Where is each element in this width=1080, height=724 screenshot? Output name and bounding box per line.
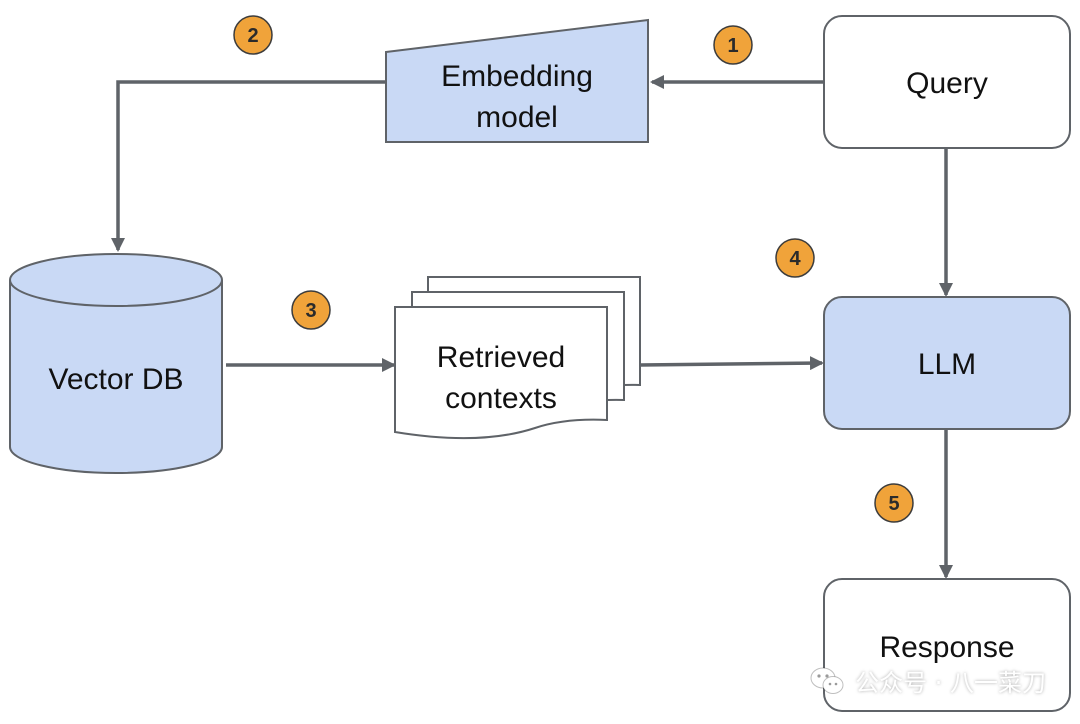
svg-text:1: 1 — [727, 35, 738, 57]
llm-label: LLM — [918, 348, 976, 381]
step-badge-4: 4 — [775, 238, 815, 278]
svg-text:5: 5 — [888, 493, 899, 515]
response-node: Response — [823, 578, 1071, 712]
contexts-label-line2: contexts — [445, 382, 557, 415]
arrow-contexts-to-llm — [639, 356, 824, 371]
vector-db-node: Vector DB — [9, 253, 223, 474]
arrow-embedding-to-vectordb — [111, 80, 386, 252]
svg-text:3: 3 — [305, 300, 316, 322]
embedding-label-line2: model — [476, 101, 558, 134]
query-label: Query — [906, 67, 988, 100]
vector-db-label: Vector DB — [48, 363, 183, 396]
watermark-text: 公众号 · 八一菜刀 — [855, 669, 1046, 697]
watermark: 公众号 · 八一菜刀 — [809, 663, 1046, 698]
query-node: Query — [823, 15, 1071, 149]
response-label: Response — [879, 631, 1014, 664]
retrieved-contexts-node: Retrieved contexts — [394, 276, 641, 440]
embedding-label-line1: Embedding — [441, 60, 593, 93]
step-badge-5: 5 — [874, 483, 914, 523]
step-badge-3: 3 — [291, 290, 331, 330]
wechat-icon — [810, 667, 844, 694]
llm-node: LLM — [823, 296, 1071, 430]
svg-text:4: 4 — [789, 248, 801, 270]
step-badge-1: 1 — [713, 25, 753, 65]
step-badge-2: 2 — [233, 15, 273, 55]
svg-text:2: 2 — [247, 25, 258, 47]
embedding-model-node: Embedding model — [385, 18, 649, 143]
contexts-label-line1: Retrieved — [437, 341, 565, 374]
